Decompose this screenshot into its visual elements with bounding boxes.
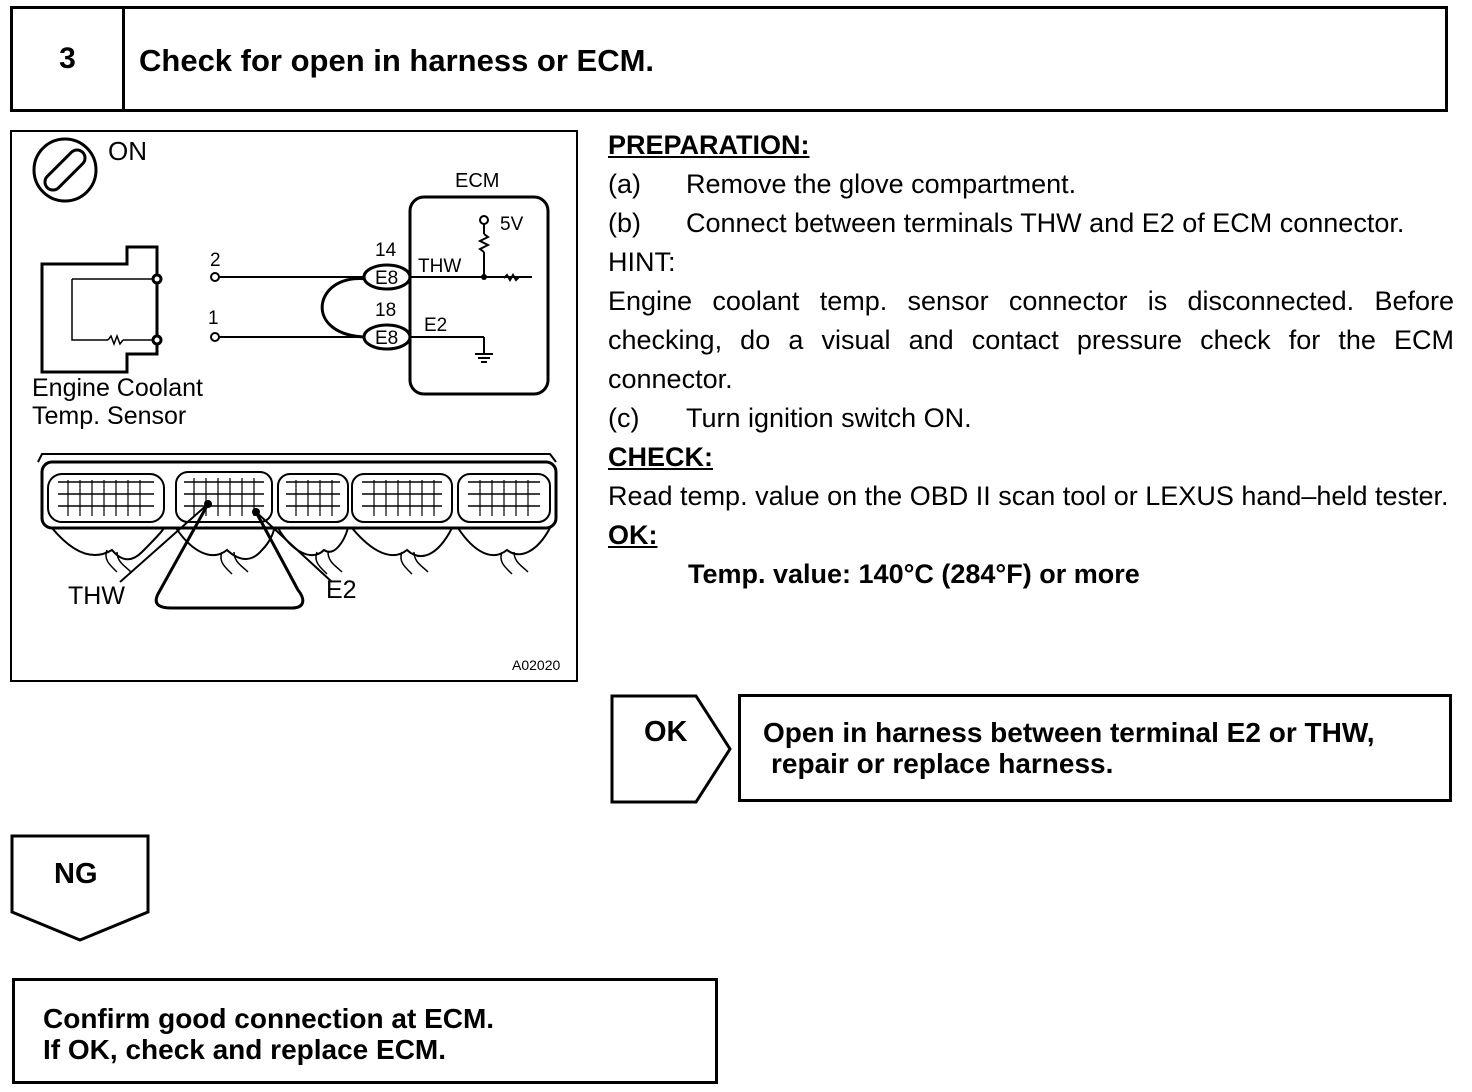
ecm-label: ECM <box>455 170 499 192</box>
callout-thw-label: THW <box>68 582 125 610</box>
ecm-box <box>408 195 550 396</box>
thw-terminal-label: THW <box>418 256 461 277</box>
prep-step-b-text: Connect between terminals THW and E2 of … <box>686 208 1405 238</box>
wiring-diagram: ON 2 1 ECM E8 E8 14 18 <box>10 130 578 682</box>
sensor-label-line2: Temp. Sensor <box>32 402 186 430</box>
terminal-14-label: 14 <box>375 240 397 261</box>
sensor-connector-icon <box>40 245 163 374</box>
step-title: Check for open in harness or ECM. <box>139 43 655 78</box>
ecm-connector-block-icon <box>37 453 558 610</box>
ng-arrow-icon <box>10 834 150 942</box>
prep-step-c-text: Turn ignition switch ON. <box>686 403 972 433</box>
hint-heading: HINT: <box>608 247 676 277</box>
check-text: Read temp. value on the OBD II scan tool… <box>608 481 1449 511</box>
ok-spec: Temp. value: 140°C (284°F) or more <box>688 559 1140 589</box>
pin-1-label: 1 <box>208 308 219 329</box>
ok-branch-label: OK <box>644 716 688 748</box>
ignition-on-label: ON <box>108 136 147 166</box>
ng-result-box: Confirm good connection at ECM. If OK, c… <box>12 978 718 1084</box>
prep-step-a: (a) Remove the glove compartment. <box>608 165 1454 204</box>
connector-e8-bottom-label: E8 <box>375 328 398 349</box>
prep-step-b: (b) Connect between terminals THW and E2… <box>608 204 1454 243</box>
preparation-heading: PREPARATION: <box>608 130 810 160</box>
prep-step-c: (c) Turn ignition switch ON. <box>608 399 1454 438</box>
figure-code: A02020 <box>512 657 560 673</box>
ok-arrow-icon <box>610 694 732 804</box>
wiring-diagram-svg: ON 2 1 ECM E8 E8 14 18 <box>32 136 560 673</box>
ok-result-box: Open in harness between terminal E2 or T… <box>738 694 1452 802</box>
instructions-panel: PREPARATION: (a) Remove the glove compar… <box>608 126 1454 594</box>
prep-step-c-label: (c) <box>608 403 640 433</box>
ng-result-line2: If OK, check and replace ECM. <box>43 1034 447 1065</box>
connector-e8-top-label: E8 <box>375 268 398 289</box>
ecm-internal-circuit <box>410 215 532 363</box>
sensor-label-line1: Engine Coolant <box>32 374 203 402</box>
ok-result-line2: repair or replace harness. <box>771 748 1114 779</box>
check-heading: CHECK: <box>608 442 713 472</box>
terminal-18-label: 18 <box>375 300 396 321</box>
step-number: 3 <box>13 9 125 109</box>
hint-text: Engine coolant temp. sensor connector is… <box>608 286 1454 394</box>
callout-e2-label: E2 <box>326 576 357 604</box>
prep-step-a-text: Remove the glove compartment. <box>686 169 1077 199</box>
ok-heading: OK: <box>608 520 658 550</box>
prep-step-b-label: (b) <box>608 208 641 238</box>
step-header: 3 Check for open in harness or ECM. <box>10 6 1448 112</box>
e2-terminal-label: E2 <box>424 315 447 336</box>
ignition-key-icon <box>32 137 98 203</box>
ok-result-line1: Open in harness between terminal E2 or T… <box>763 717 1375 748</box>
voltage-5v-label: 5V <box>500 214 524 235</box>
harness-wires <box>219 276 369 339</box>
prep-step-a-label: (a) <box>608 169 641 199</box>
pin-2-label: 2 <box>210 250 221 271</box>
ng-result-line1: Confirm good connection at ECM. <box>43 1003 495 1034</box>
ng-branch-label: NG <box>54 858 98 890</box>
